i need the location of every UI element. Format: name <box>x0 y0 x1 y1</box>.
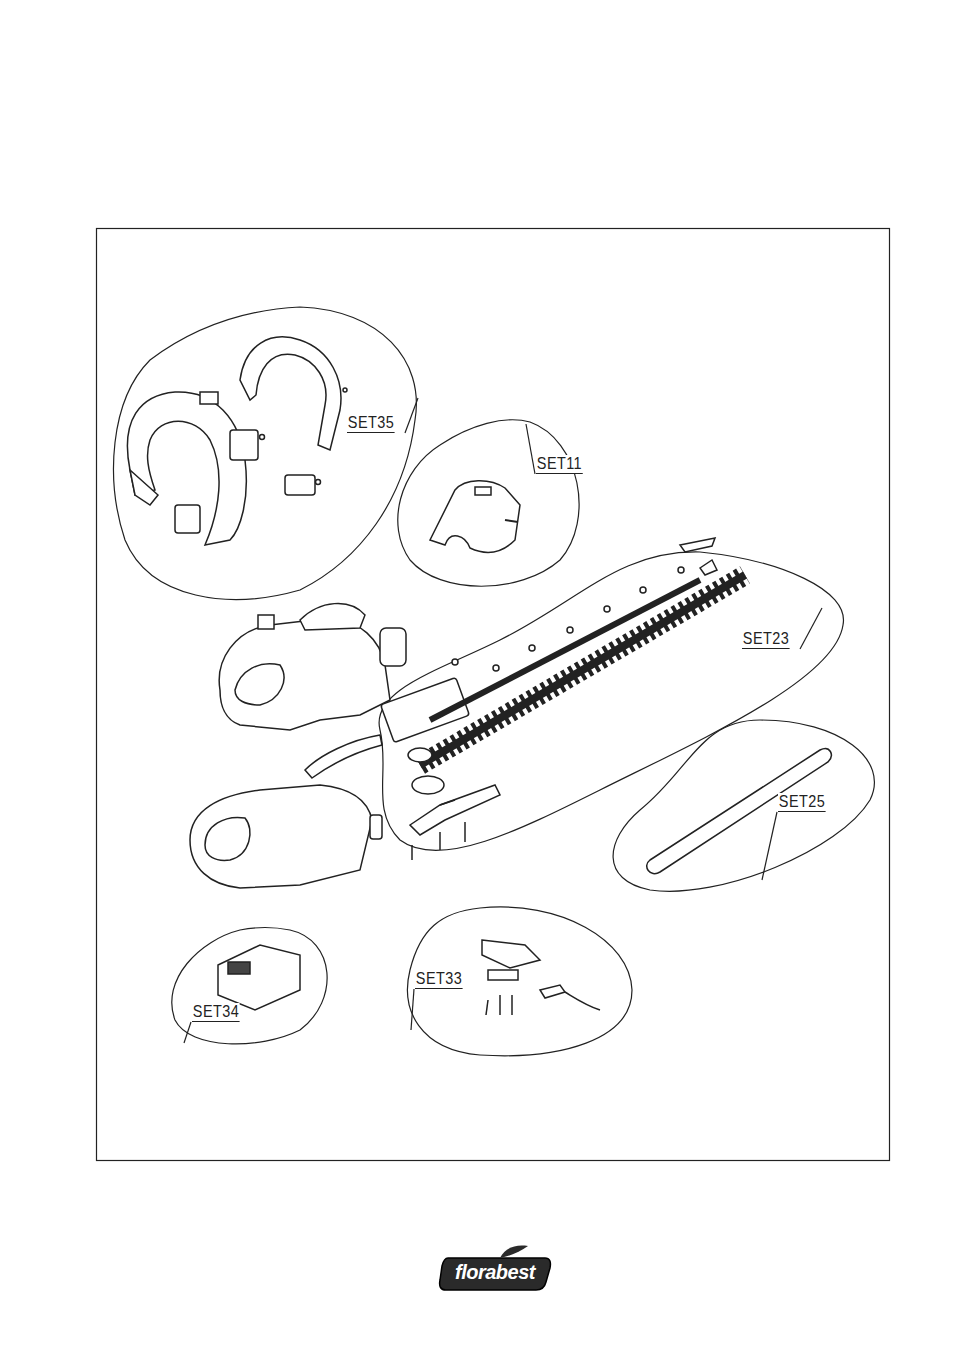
group-outline <box>172 927 327 1044</box>
logo-leaf <box>500 1246 528 1259</box>
logo-badge <box>440 1258 551 1290</box>
group-outline <box>408 907 632 1056</box>
group-outline <box>379 552 843 851</box>
part-set-label: SET35 <box>347 414 395 433</box>
parts <box>127 337 831 1015</box>
group-outline <box>114 307 417 599</box>
frame <box>97 229 890 1161</box>
leader-lines <box>184 398 822 1043</box>
part-set-label: SET25 <box>778 793 826 812</box>
part-set-label: SET23 <box>742 630 790 649</box>
part-set-label: SET33 <box>415 970 463 989</box>
part-set-label: SET34 <box>192 1003 240 1022</box>
brand-logo: florabest <box>455 1261 535 1284</box>
part-set-label: SET11 <box>536 455 583 474</box>
group-outline <box>398 420 579 586</box>
group-outline <box>613 720 874 891</box>
